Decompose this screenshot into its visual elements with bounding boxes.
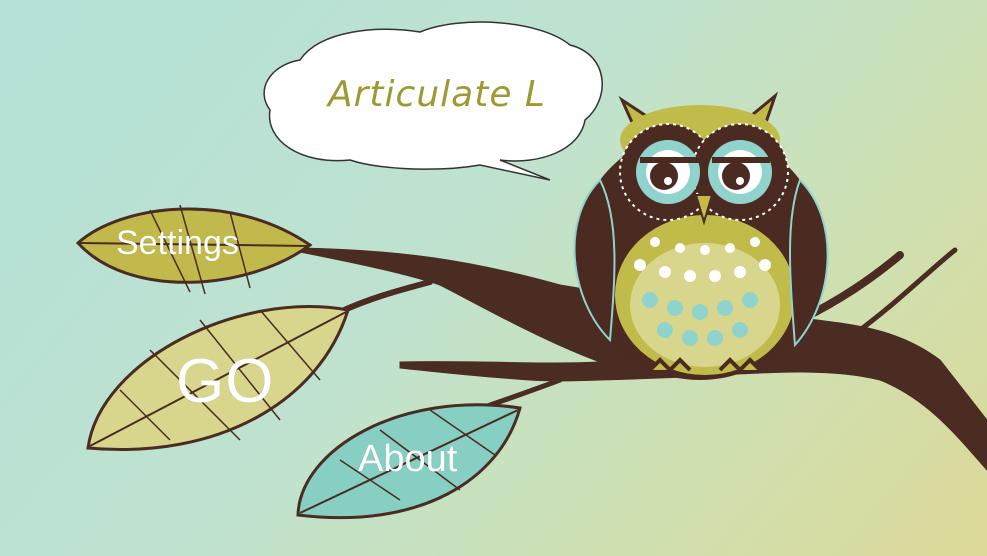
settings-leaf[interactable] xyxy=(75,204,313,295)
speech-bubble-icon xyxy=(263,21,603,181)
about-leaf[interactable] xyxy=(296,403,522,520)
about-button[interactable]: About xyxy=(358,438,458,480)
app-title: Articulate L xyxy=(328,74,546,115)
settings-button[interactable]: Settings xyxy=(116,224,239,262)
go-button[interactable]: GO xyxy=(176,347,275,416)
go-leaf[interactable] xyxy=(86,305,350,451)
owl-icon xyxy=(573,91,829,380)
